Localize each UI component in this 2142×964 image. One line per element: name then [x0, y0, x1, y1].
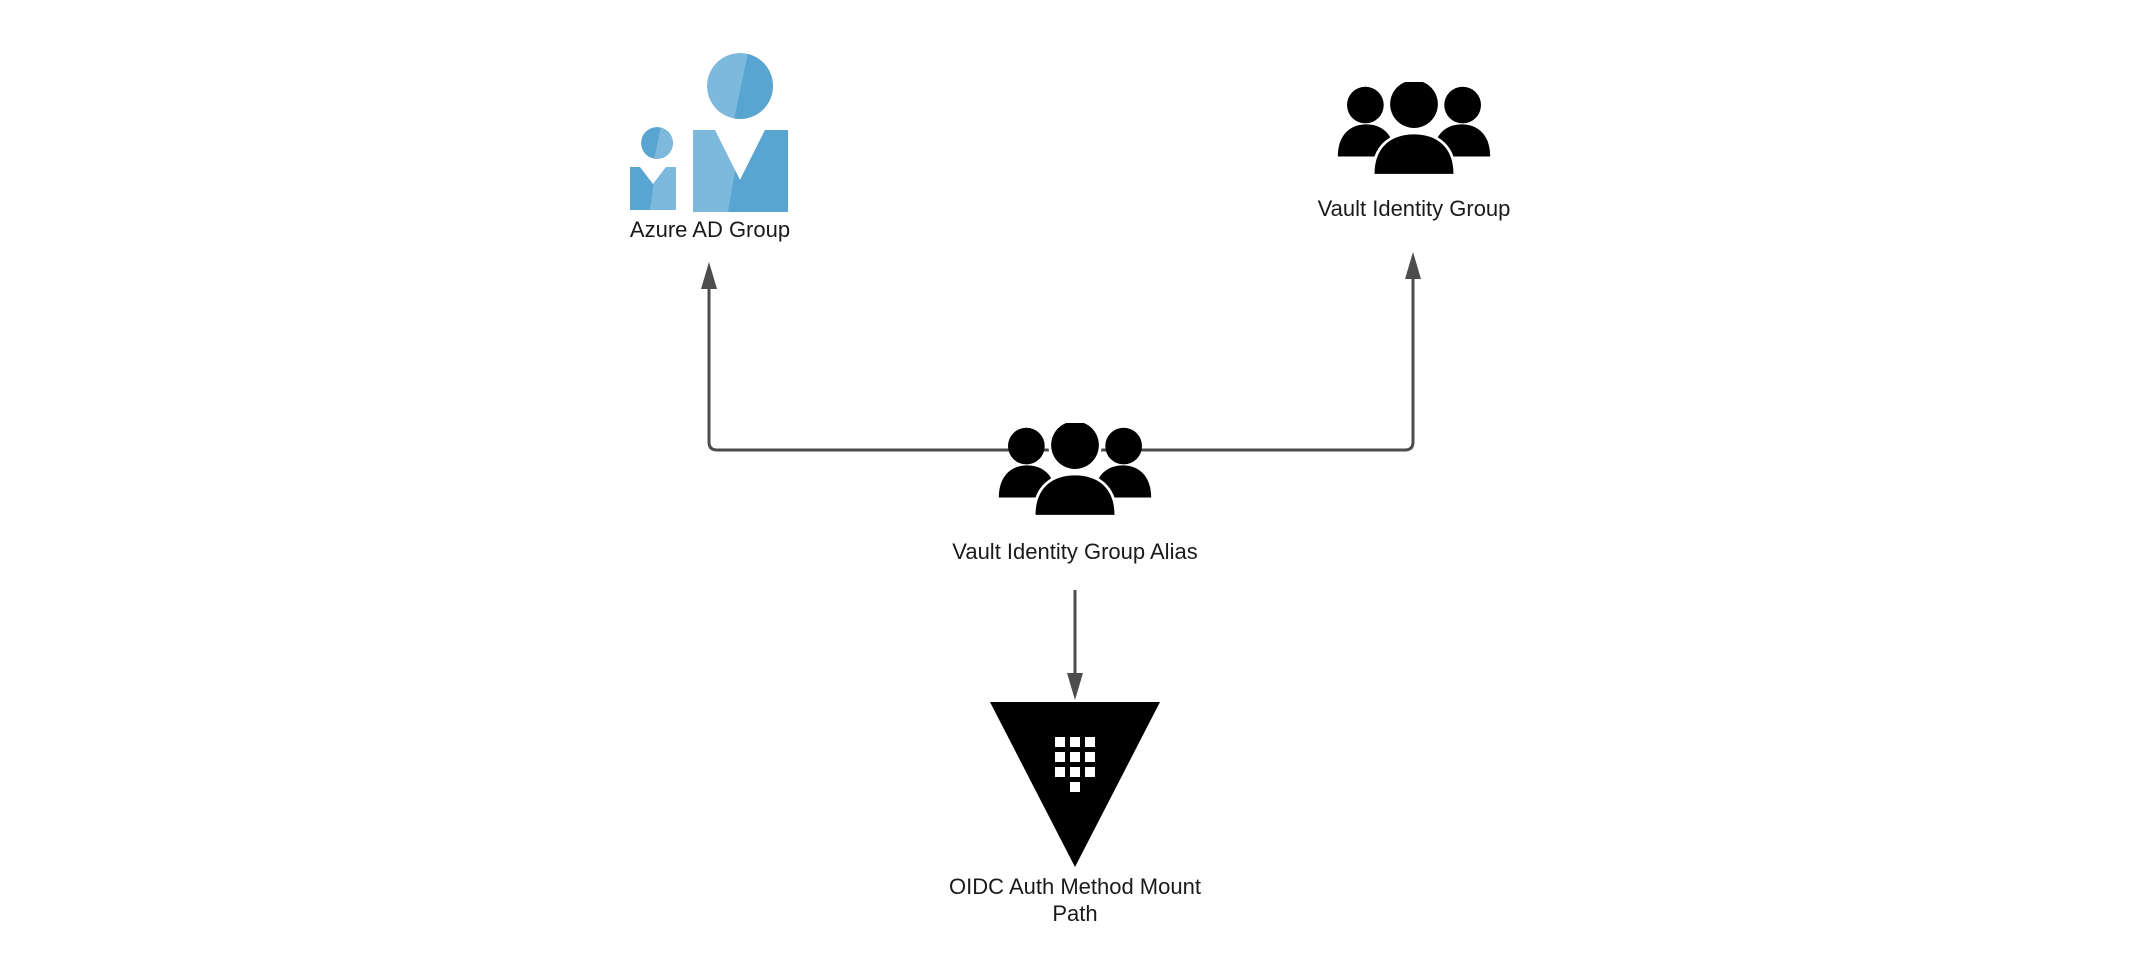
node-vault-identity-group: Vault Identity Group — [1264, 82, 1564, 222]
azure-ad-group-icon — [630, 53, 788, 212]
big-person-body — [693, 130, 788, 212]
node-oidc-auth-method-mount-path: OIDC Auth Method Mount Path — [935, 702, 1215, 927]
people-group-icon — [1337, 82, 1491, 174]
arrowhead-up-left — [701, 262, 717, 289]
arrowhead-down — [1067, 673, 1083, 700]
people-group-icon — [998, 423, 1152, 515]
node-vault-identity-group-alias: Vault Identity Group Alias — [925, 423, 1225, 565]
small-person-head — [641, 127, 673, 159]
node-label-vault-identity-group-alias: Vault Identity Group Alias — [952, 539, 1198, 564]
node-label-oidc-auth-method-mount-path: OIDC Auth Method Mount Path — [949, 874, 1201, 926]
small-person-body — [630, 167, 676, 210]
arrowhead-up-right — [1405, 252, 1421, 279]
node-azure-ad-group: Azure AD Group — [560, 45, 860, 243]
big-person-head — [707, 53, 773, 119]
node-label-vault-identity-group: Vault Identity Group — [1317, 196, 1511, 221]
node-label-azure-ad-group: Azure AD Group — [629, 217, 791, 242]
vault-logo-icon — [990, 702, 1160, 867]
